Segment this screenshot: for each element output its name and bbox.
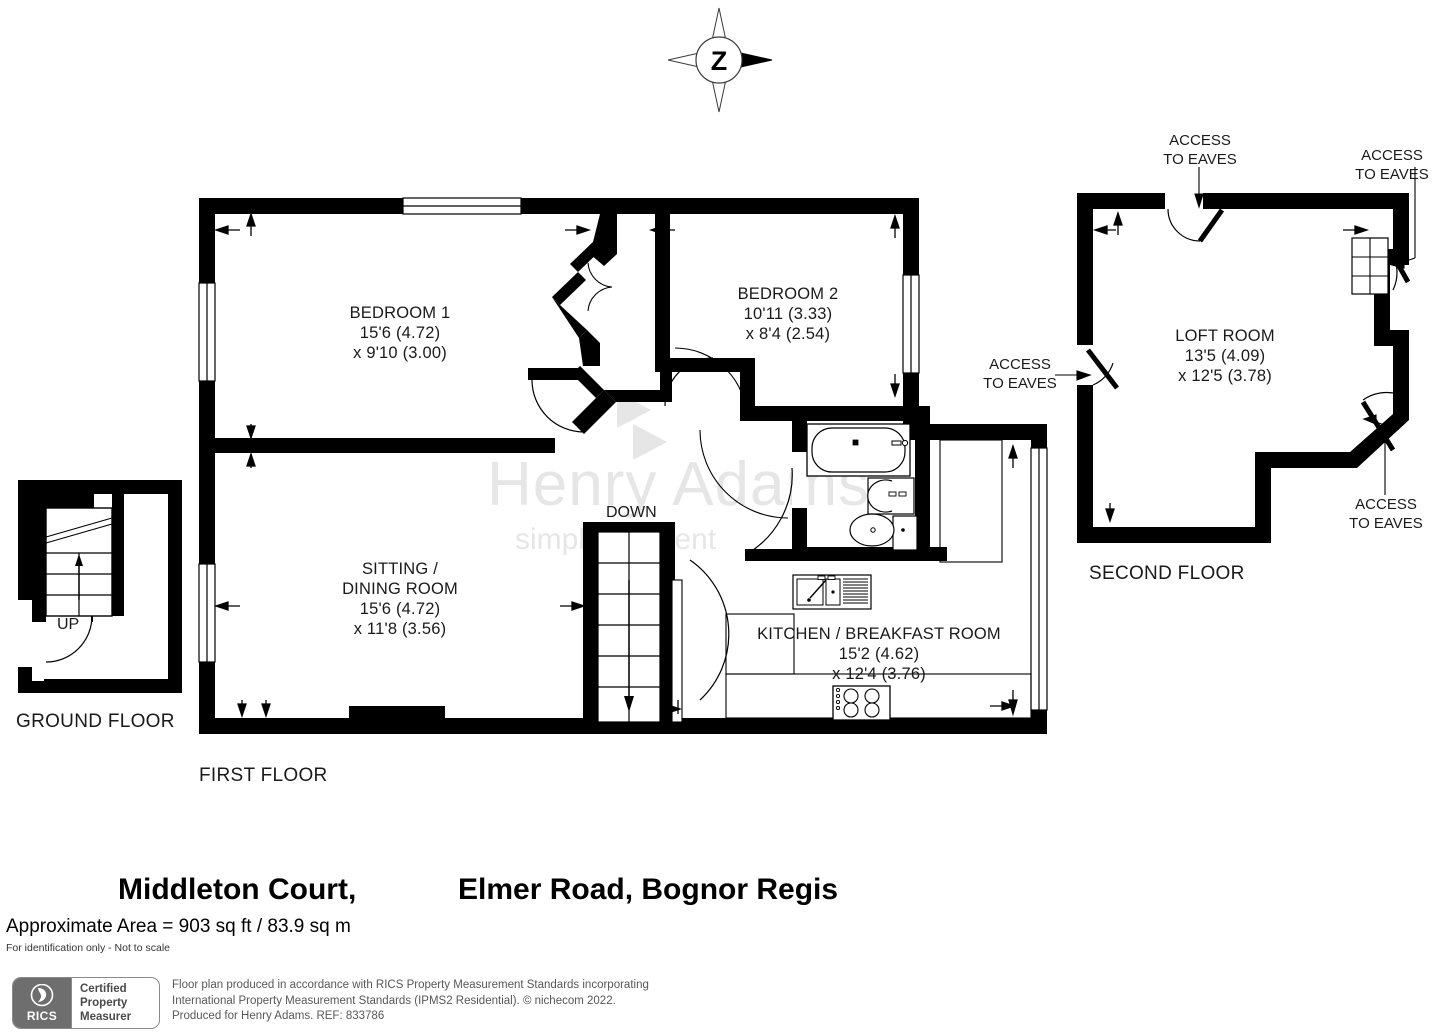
room-dim2-kitchen: x 12'4 (3.76) [832, 665, 926, 683]
rics-certified-badge: RICS Certified Property Measurer [12, 977, 160, 1029]
eaves-line1: ACCESS [1361, 147, 1423, 164]
svg-text:Z: Z [711, 46, 728, 76]
rics-wordmark: RICS [26, 1008, 58, 1023]
legal-line-2: International Property Measurement Stand… [172, 994, 649, 1010]
eaves-line1: ACCESS [989, 356, 1051, 373]
room-dim1-loft: 13'5 (4.09) [1184, 347, 1266, 365]
eaves-label-top-right: ACCESS TO EAVES [1337, 146, 1432, 184]
eaves-line1: ACCESS [1169, 132, 1231, 149]
room-name-bedroom2: BEDROOM 2 [737, 285, 839, 303]
rics-badge-text: Certified Property Measurer [71, 978, 159, 1028]
room-name-sitting-line2: DINING ROOM [342, 580, 458, 598]
approximate-area: Approximate Area = 903 sq ft / 83.9 sq m [6, 916, 351, 937]
eaves-line1: ACCESS [1355, 496, 1417, 513]
eaves-label-top-left: ACCESS TO EAVES [1141, 131, 1259, 169]
floor-label-first: FIRST FLOOR [199, 765, 328, 786]
floor-label-second: SECOND FLOOR [1089, 563, 1245, 584]
rics-line2: Property [80, 997, 128, 1009]
room-label-bedroom1: BEDROOM 1 15'6 (4.72) x 9'10 (3.00) [300, 303, 500, 363]
eaves-label-bottom-right: ACCESS TO EAVES [1331, 495, 1432, 533]
eaves-line2: TO EAVES [1349, 515, 1423, 532]
room-label-loft: LOFT ROOM 13'5 (4.09) x 12'5 (3.78) [1125, 326, 1325, 386]
room-dim1-kitchen: 15'2 (4.62) [838, 645, 920, 663]
room-label-sitting-dining: SITTING / DINING ROOM 15'6 (4.72) x 11'8… [300, 559, 500, 639]
room-label-bedroom2: BEDROOM 2 10'11 (3.33) x 8'4 (2.54) [688, 284, 888, 344]
room-dim2-bedroom1: x 9'10 (3.00) [353, 344, 447, 362]
rics-line3: Measurer [80, 1011, 132, 1023]
room-dim2-loft: x 12'5 (3.78) [1178, 367, 1272, 385]
floor-label-ground: GROUND FLOOR [16, 711, 175, 732]
legal-line-3: Produced for Henry Adams. REF: 833786 [172, 1010, 385, 1022]
ground-floor-plan [18, 480, 182, 693]
room-dim1-bedroom1: 15'6 (4.72) [359, 324, 441, 342]
room-dim1-bedroom2: 10'11 (3.33) [743, 305, 833, 323]
room-name-bedroom1: BEDROOM 1 [349, 304, 451, 322]
rics-emblem-icon [30, 983, 54, 1006]
legal-notice: Floor plan produced in accordance with R… [172, 978, 649, 1025]
rics-line1: Certified [80, 983, 127, 995]
first-floor-plan [198, 197, 1048, 734]
second-floor-plan [1055, 167, 1416, 543]
eaves-line2: TO EAVES [983, 375, 1057, 392]
compass-rose-icon: Z [667, 7, 773, 113]
room-dim1-sitting: 15'6 (4.72) [359, 600, 441, 618]
room-name-kitchen: KITCHEN / BREAKFAST ROOM [757, 625, 1001, 643]
room-dim2-bedroom2: x 8'4 (2.54) [745, 325, 831, 343]
room-dim2-sitting: x 11'8 (3.56) [353, 620, 447, 638]
eaves-line2: TO EAVES [1163, 151, 1237, 168]
stair-direction-down: DOWN [606, 504, 657, 521]
scale-disclaimer: For identification only - Not to scale [6, 942, 170, 954]
legal-line-1: Floor plan produced in accordance with R… [172, 979, 649, 991]
legal-line-2b: © nichecom 2022. [522, 994, 616, 1007]
eaves-line2: TO EAVES [1355, 166, 1429, 183]
room-label-kitchen: KITCHEN / BREAKFAST ROOM 15'2 (4.62) x 1… [729, 624, 1029, 684]
legal-line-2a: International Property Measurement Stand… [172, 994, 520, 1007]
eaves-label-left: ACCESS TO EAVES [961, 355, 1079, 393]
property-title-part1: Middleton Court, [118, 873, 357, 906]
room-name-loft: LOFT ROOM [1175, 327, 1275, 345]
property-title-part2: Elmer Road, Bognor Regis [458, 873, 839, 906]
rics-logo-icon: RICS [13, 978, 71, 1028]
stair-direction-up: UP [57, 616, 80, 633]
room-name-sitting-line1: SITTING / [361, 560, 439, 578]
